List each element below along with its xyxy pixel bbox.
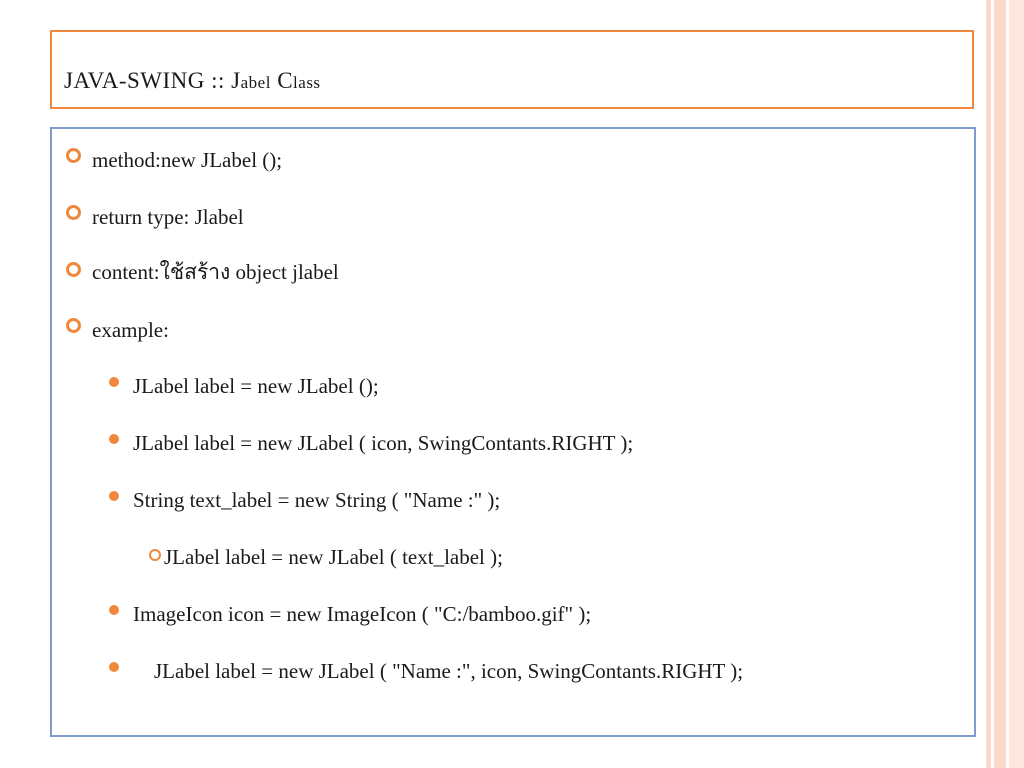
slide-title: JAVA-SWING :: Jabel Class [64, 68, 321, 94]
title-word2-rest: lass [293, 73, 321, 92]
dot-bullet-icon [109, 491, 119, 501]
ring-bullet-icon [66, 318, 81, 333]
bullet-item: return type: Jlabel [92, 205, 244, 229]
dot-bullet-icon [109, 662, 119, 672]
ring-bullet-icon [66, 205, 81, 220]
bullet-item: example: [92, 318, 169, 342]
sub-bullet-item: JLabel label = new JLabel ( "Name :", ic… [133, 659, 744, 683]
sub-bullet-item: String text_label = new String ( "Name :… [133, 488, 501, 512]
ring-bullet-icon [149, 549, 161, 561]
title-prefix: JAVA-SWING :: J [64, 68, 241, 93]
content-box [50, 127, 976, 737]
sub-bullet-item: JLabel label = new JLabel (); [133, 374, 379, 398]
bullet-item: method:new JLabel (); [92, 148, 283, 172]
decorative-stripe [986, 0, 991, 768]
sub-bullet-item: ImageIcon icon = new ImageIcon ( "C:/bam… [133, 602, 592, 626]
ring-bullet-icon [66, 262, 81, 277]
decorative-stripe [1009, 0, 1024, 768]
bullet-item: content:ใช้สร้าง object jlabel [92, 260, 339, 284]
dot-bullet-icon [109, 434, 119, 444]
dot-bullet-icon [109, 377, 119, 387]
sub-sub-bullet-item: JLabel label = new JLabel ( text_label )… [164, 545, 503, 569]
title-word1-rest: abel [240, 73, 271, 92]
decorative-stripe [994, 0, 1006, 768]
title-word2-first: C [277, 68, 294, 93]
title-box: JAVA-SWING :: Jabel Class [50, 30, 974, 109]
ring-bullet-icon [66, 148, 81, 163]
dot-bullet-icon [109, 605, 119, 615]
sub-bullet-item: JLabel label = new JLabel ( icon, SwingC… [133, 431, 634, 455]
